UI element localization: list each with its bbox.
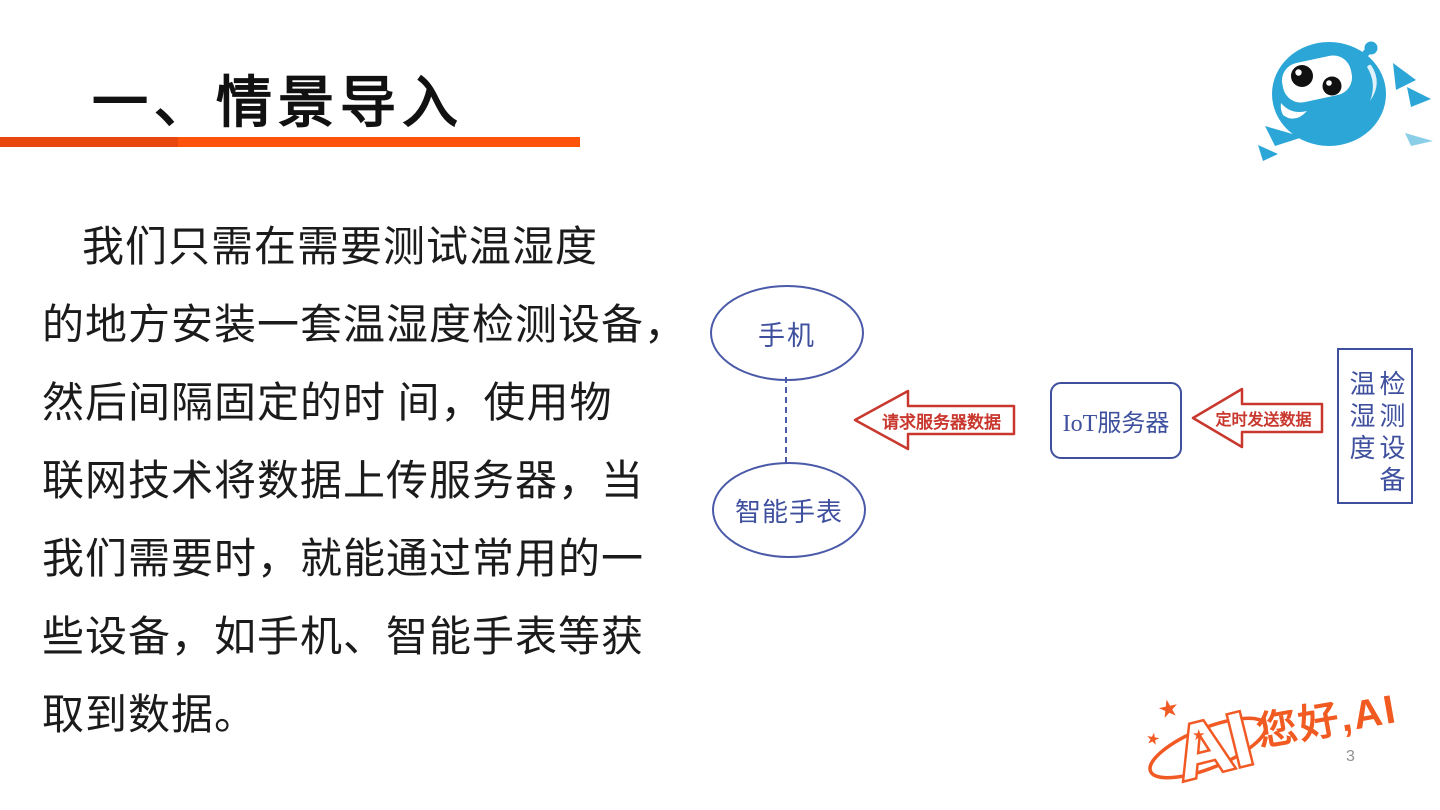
iot-server-label: IoT服务器 — [1062, 411, 1170, 437]
body-paragraph: 我们只需在需要测试温湿度 的地方安装一套温湿度检测设备， 然后间隔固定的时 间，… — [42, 204, 692, 750]
arrow-send-data: 定时发送数据 — [1190, 386, 1325, 450]
ai-logo-badge-icon: AI ★ ★ ★ — [1144, 694, 1268, 797]
svg-text:★: ★ — [1144, 730, 1161, 749]
phone-label: 手机 — [758, 320, 816, 351]
body-line: 的地方安装一套温湿度检测设备， — [42, 302, 688, 349]
body-line: 联网技术将数据上传服务器，当 — [42, 458, 645, 505]
slide-title: 一、情景导入 — [92, 73, 464, 135]
left-block-arrow-icon — [1191, 387, 1324, 449]
left-block-arrow-icon — [853, 389, 1016, 451]
robot-mascot-icon — [1258, 41, 1433, 161]
diagram-node-temp-humidity-device: 温湿度 检测设备 — [1337, 348, 1413, 504]
device-label-col-detection-equipment: 检测设备 — [1376, 370, 1405, 498]
diagram-node-phone: 手机 — [710, 285, 864, 381]
body-line: 然后间隔固定的时 间，使用物 — [42, 380, 613, 427]
body-line: 取到数据。 — [42, 692, 258, 739]
body-line: 些设备，如手机、智能手表等获 — [42, 614, 645, 661]
phone-watch-dashed-connector — [785, 377, 787, 463]
diagram-node-smartwatch: 智能手表 — [712, 462, 866, 558]
title-underline-left-segment — [0, 137, 178, 147]
title-underline-right-segment — [178, 137, 580, 147]
svg-text:AI: AI — [1166, 696, 1260, 797]
smartwatch-label: 智能手表 — [734, 497, 843, 527]
arrow-request-label: 请求服务器数据 — [882, 412, 1001, 432]
diagram-node-iot-server: IoT服务器 — [1050, 382, 1182, 459]
body-line: 我们需要时，就能通过常用的一 — [42, 536, 645, 583]
arrow-send-label: 定时发送数据 — [1215, 412, 1312, 429]
body-line: 我们只需在需要测试温湿度 — [82, 224, 599, 271]
page-number: 3 — [1346, 748, 1355, 765]
device-label-col-temp-humidity: 温湿度 — [1346, 370, 1375, 466]
svg-text:★: ★ — [1156, 695, 1182, 725]
arrow-request-server-data: 请求服务器数据 — [852, 388, 1017, 452]
svg-text:★: ★ — [1192, 728, 1205, 744]
